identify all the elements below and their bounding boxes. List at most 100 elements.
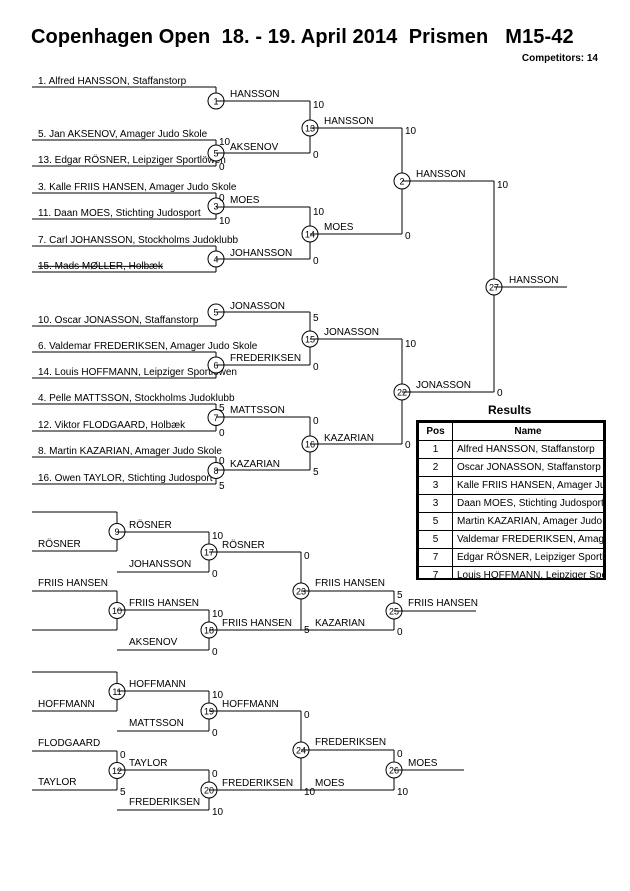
match-score: 0	[313, 416, 319, 427]
match-winner: JOHANSSON	[230, 248, 292, 259]
competitor-entry: 4. Pelle MATTSSON, Stockholms Judoklubb	[38, 393, 235, 404]
match-score: 0	[313, 150, 319, 161]
match-winner: KAZARIAN	[324, 433, 374, 444]
results-pos: 3	[418, 476, 453, 495]
competitor-entry: 1. Alfred HANSSON, Staffanstorp	[38, 76, 187, 87]
match-winner: MOES	[324, 222, 354, 233]
match-score: 10	[497, 180, 509, 191]
match-winner: HANSSON	[509, 275, 558, 286]
match-score: 0	[120, 750, 126, 761]
repechage-name: RÖSNER	[129, 519, 172, 531]
results-pos: 5	[418, 512, 453, 531]
results-pos: 3	[418, 494, 453, 513]
match-score: 0	[219, 162, 225, 173]
competitor-entry: 14. Louis HOFFMANN, Leipziger Sportlöwen	[38, 367, 237, 378]
repechage-name: FRIIS HANSEN	[38, 578, 108, 589]
results-name: Valdemar FREDERIKSEN, Amager Judo Skole	[452, 530, 604, 549]
match-score: 0	[497, 388, 503, 399]
competitor-entry: 3. Kalle FRIIS HANSEN, Amager Judo Skole	[38, 182, 237, 193]
match-number: 12	[112, 766, 122, 776]
match-winner: KAZARIAN	[230, 459, 280, 470]
results-pos: 5	[418, 530, 453, 549]
competitor-entry: 6. Valdemar FREDERIKSEN, Amager Judo Sko…	[38, 341, 258, 352]
repechage-name: FLODGAARD	[38, 738, 100, 749]
match-winner: HANSSON	[230, 89, 279, 100]
results-name: Martin KAZARIAN, Amager Judo Skole	[452, 512, 604, 531]
match-winner: FREDERIKSEN	[230, 353, 301, 364]
repechage-name: FRIIS HANSEN	[129, 598, 199, 609]
repechage-name: TAYLOR	[38, 777, 77, 788]
results-name: Kalle FRIIS HANSEN, Amager Judo Skole	[452, 476, 604, 495]
match-number: 11	[112, 687, 121, 697]
match-winner: HOFFMANN	[222, 699, 279, 710]
competitor-entry: 16. Owen TAYLOR, Stichting Judosport	[38, 473, 213, 484]
repechage-name: TAYLOR	[129, 758, 168, 769]
match-score: 5	[313, 313, 319, 324]
repechage-name: MOES	[315, 778, 345, 789]
results-name: Alfred HANSSON, Staffanstorp	[452, 440, 604, 459]
match-winner: FRIIS HANSEN	[408, 598, 478, 609]
results-pos: 7	[418, 566, 453, 578]
match-score: 0	[219, 428, 225, 439]
repechage-name: KAZARIAN	[315, 618, 365, 629]
competitor-entry: 7. Carl JOHANSSON, Stockholms Judoklubb	[38, 235, 239, 246]
match-score: 0	[219, 456, 225, 467]
match-score: 10	[405, 339, 417, 350]
match-winner: MATTSSON	[230, 405, 285, 416]
match-number: 8	[213, 466, 218, 476]
match-score: 0	[212, 569, 218, 580]
match-number-circle	[207, 197, 225, 215]
match-winner: HANSSON	[324, 116, 373, 127]
match-score: 5	[219, 481, 225, 492]
results-name: Oscar JONASSON, Staffanstorp	[452, 458, 604, 477]
results-name: Edgar RÖSNER, Leipziger Sportlöwen	[452, 548, 604, 567]
match-score: 0	[304, 551, 310, 562]
competitors-count: Competitors: 14	[521, 53, 598, 64]
repechage-name: RÖSNER	[38, 538, 81, 550]
match-winner: HANSSON	[416, 169, 465, 180]
competitor-entry: 13. Edgar RÖSNER, Leipziger Sportlöwen	[38, 154, 226, 166]
match-score: 0	[405, 440, 411, 451]
results-col-name: Name	[452, 422, 604, 441]
results-title: Results	[488, 403, 532, 417]
match-score: 5	[219, 403, 225, 414]
match-winner: JONASSON	[324, 327, 379, 338]
match-score: 10	[219, 137, 231, 148]
match-score: 10	[313, 207, 325, 218]
match-winner: MOES	[408, 758, 438, 769]
match-score: 0	[405, 231, 411, 242]
match-score: 10	[212, 690, 224, 701]
match-score: 0	[212, 647, 218, 658]
match-score: 10	[212, 609, 224, 620]
match-winner: MOES	[230, 195, 260, 206]
match-score: 0	[212, 728, 218, 739]
match-score: 10	[405, 126, 417, 137]
match-score: 10	[212, 807, 224, 818]
match-winner: FRIIS HANSEN	[315, 578, 385, 589]
match-score: 5	[397, 590, 403, 601]
repechage-name: HOFFMANN	[38, 699, 95, 710]
match-score: 0	[397, 627, 403, 638]
competitor-entry: 5. Jan AKSENOV, Amager Judo Skole	[38, 129, 208, 140]
match-score: 10	[313, 100, 325, 111]
repechage-name: FREDERIKSEN	[129, 797, 200, 808]
results-col-pos: Pos	[418, 422, 453, 441]
match-score: 0	[219, 193, 225, 204]
match-winner: AKSENOV	[230, 142, 279, 153]
match-winner: FREDERIKSEN	[315, 737, 386, 748]
results-pos: 7	[418, 548, 453, 567]
match-score: 5	[120, 787, 126, 798]
match-number: 7	[213, 413, 218, 423]
competitor-entry: 12. Viktor FLODGAARD, Holbæk	[38, 420, 186, 431]
match-score: 0	[212, 769, 218, 780]
repechage-name: HOFFMANN	[129, 679, 186, 690]
